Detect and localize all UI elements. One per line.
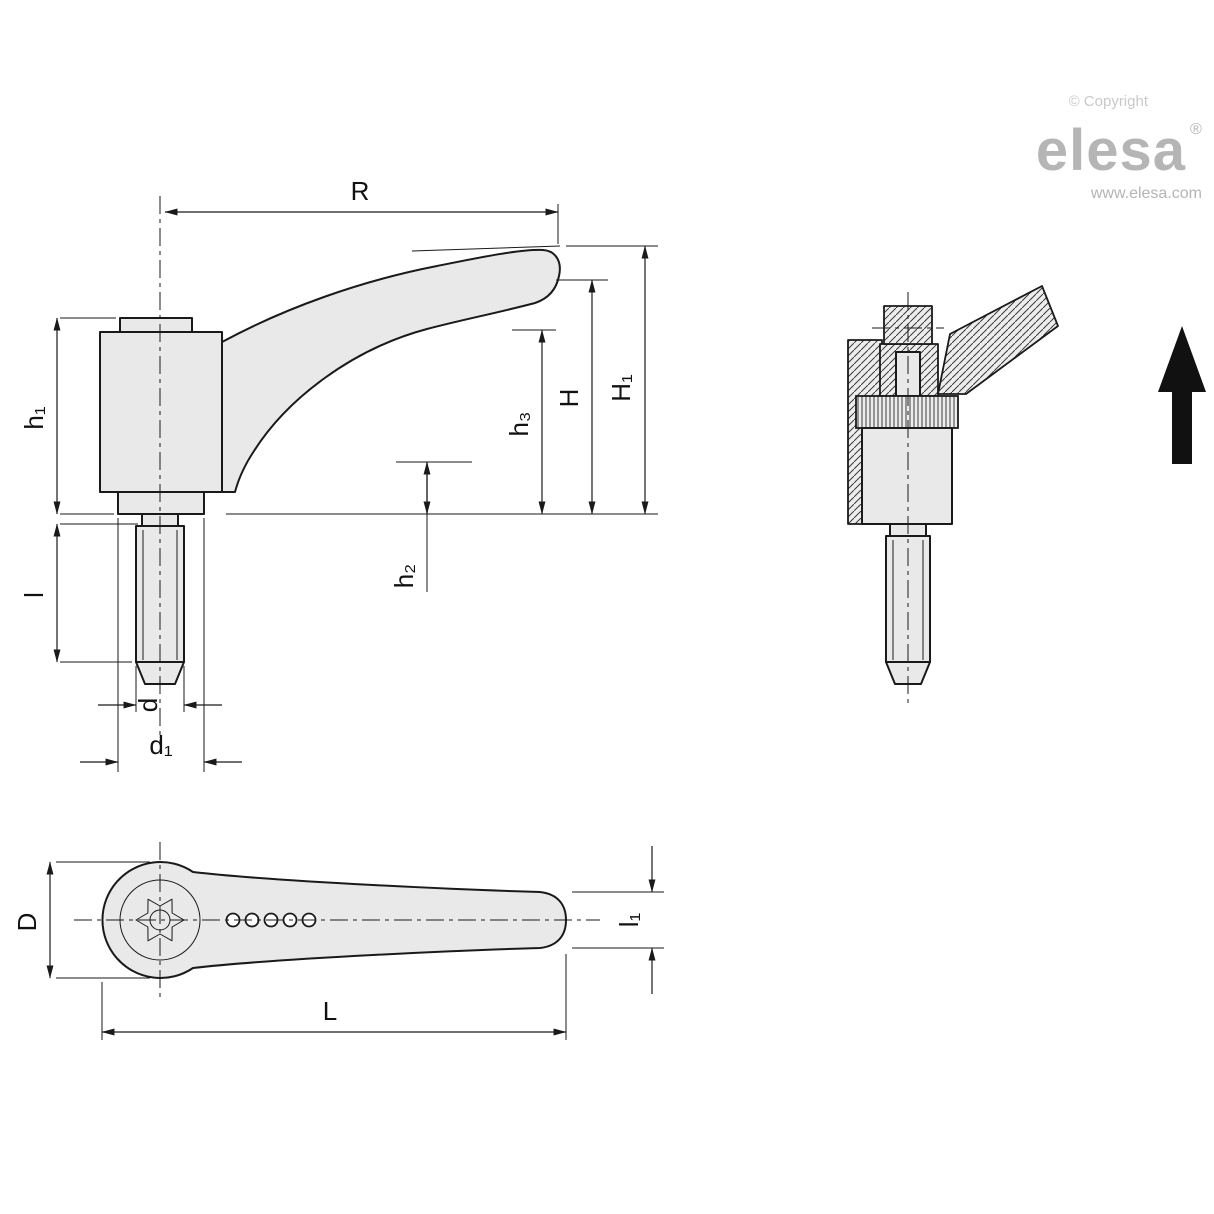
hub-flange xyxy=(117,491,205,515)
section-hub-body xyxy=(861,427,953,525)
section-view xyxy=(847,285,1059,708)
elesa-logo: elesa xyxy=(1036,118,1186,183)
dimension-L: L xyxy=(101,954,567,1040)
dim-label-D: D xyxy=(12,913,42,932)
dim-label-R: R xyxy=(351,176,370,206)
hub-body xyxy=(99,331,223,493)
dim-label-d1: d₁ xyxy=(149,730,172,760)
handle-top-phantom-line xyxy=(411,245,561,252)
dimension-H1: H₁ xyxy=(566,245,658,515)
dim-label-H: H xyxy=(554,389,584,408)
dim-label-l: l xyxy=(19,592,49,598)
top-view: D l₁ L xyxy=(12,842,664,1040)
dim-label-d: d xyxy=(133,698,163,712)
handle-section xyxy=(937,285,1059,395)
torx-star xyxy=(135,898,185,942)
side-view: R h₁ l d d₁ xyxy=(19,176,658,772)
dimension-H: H xyxy=(554,279,608,515)
dim-label-H1: H₁ xyxy=(606,374,636,402)
dim-label-h2: h₂ xyxy=(389,564,419,589)
copyright-text: © Copyright xyxy=(1069,93,1149,110)
dimension-h2: h₂ xyxy=(389,461,472,592)
dimension-d: d xyxy=(98,666,222,712)
dimension-h1: h₁ xyxy=(19,317,116,515)
website-text: www.elesa.com xyxy=(1090,185,1202,202)
dim-label-L: L xyxy=(323,996,337,1026)
lever-arm-outline xyxy=(221,248,561,493)
brand-block: © Copyright elesa ® www.elesa.com xyxy=(1036,93,1202,202)
dimension-h3: h₃ xyxy=(504,329,556,515)
dim-label-h1: h₁ xyxy=(19,406,49,429)
stud-chamfer xyxy=(135,661,185,685)
dimension-R: R xyxy=(164,176,559,244)
knurled-ring xyxy=(855,395,959,429)
section-stud-chamfer xyxy=(885,661,931,685)
dim-label-h3: h₃ xyxy=(504,411,534,436)
dimension-D: D xyxy=(12,861,150,979)
dim-label-l1: l₁ xyxy=(614,913,644,928)
dimension-l1: l₁ xyxy=(572,846,664,994)
dimension-d1: d₁ xyxy=(80,518,242,772)
dimension-l: l xyxy=(19,523,138,663)
registered-mark: ® xyxy=(1190,121,1202,138)
up-arrow-icon xyxy=(1158,326,1206,464)
